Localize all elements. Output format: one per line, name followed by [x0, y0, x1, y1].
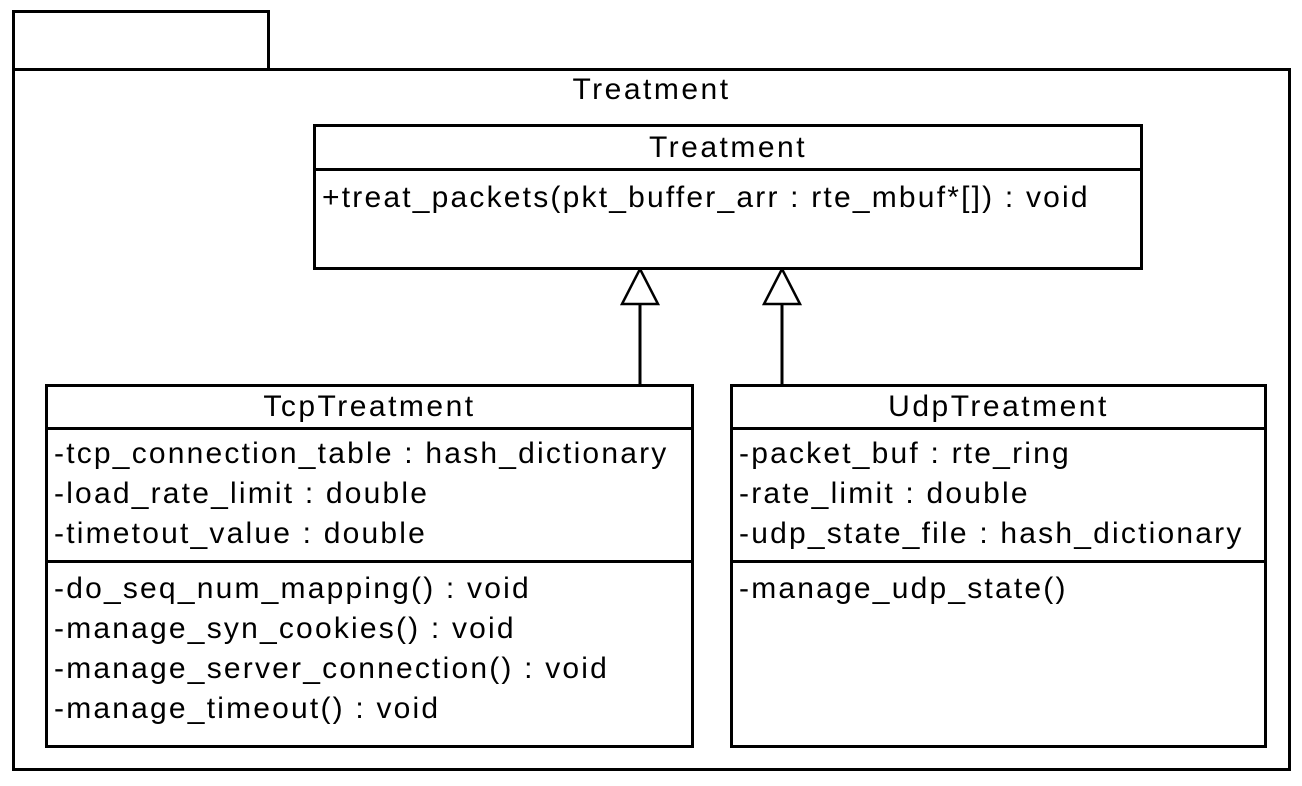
- package-name: Treatment: [572, 73, 731, 106]
- generalization-triangle-icon: [761, 267, 803, 384]
- class-treatment-methods: +treat_packets(pkt_buffer_arr : rte_mbuf…: [316, 171, 1140, 217]
- class-treatment-title: Treatment: [316, 127, 1140, 171]
- inheritance-arrow-udp: [760, 267, 804, 384]
- class-treatment: Treatment +treat_packets(pkt_buffer_arr …: [313, 124, 1143, 270]
- attribute-row: -load_rate_limit : double: [54, 477, 430, 510]
- class-udptreatment: UdpTreatment -packet_buf : rte_ring -rat…: [730, 384, 1267, 748]
- attribute-row: -udp_state_file : hash_dictionary: [739, 517, 1244, 550]
- inheritance-arrow-tcp: [618, 267, 662, 384]
- class-tcptreatment: TcpTreatment -tcp_connection_table : has…: [45, 384, 694, 748]
- class-udptreatment-title: UdpTreatment: [733, 387, 1264, 430]
- method-row: -manage_syn_cookies() : void: [54, 612, 516, 645]
- generalization-triangle-icon: [619, 267, 661, 384]
- attribute-row: -rate_limit : double: [739, 477, 1030, 510]
- method-row: -manage_timeout() : void: [54, 692, 441, 725]
- method-row: +treat_packets(pkt_buffer_arr : rte_mbuf…: [322, 181, 1090, 214]
- method-row: -do_seq_num_mapping() : void: [54, 572, 531, 605]
- class-udptreatment-methods: -manage_udp_state(): [733, 563, 1264, 609]
- attribute-row: -timetout_value : double: [54, 517, 428, 550]
- class-tcptreatment-title: TcpTreatment: [48, 387, 691, 430]
- package-tab: [12, 10, 270, 71]
- method-row: -manage_udp_state(): [739, 572, 1068, 605]
- class-tcptreatment-methods: -do_seq_num_mapping() : void -manage_syn…: [48, 563, 691, 729]
- attribute-row: -packet_buf : rte_ring: [739, 437, 1071, 470]
- class-udptreatment-attributes: -packet_buf : rte_ring -rate_limit : dou…: [733, 430, 1264, 563]
- attribute-row: -tcp_connection_table : hash_dictionary: [54, 437, 669, 470]
- method-row: -manage_server_connection() : void: [54, 652, 610, 685]
- class-tcptreatment-attributes: -tcp_connection_table : hash_dictionary …: [48, 430, 691, 563]
